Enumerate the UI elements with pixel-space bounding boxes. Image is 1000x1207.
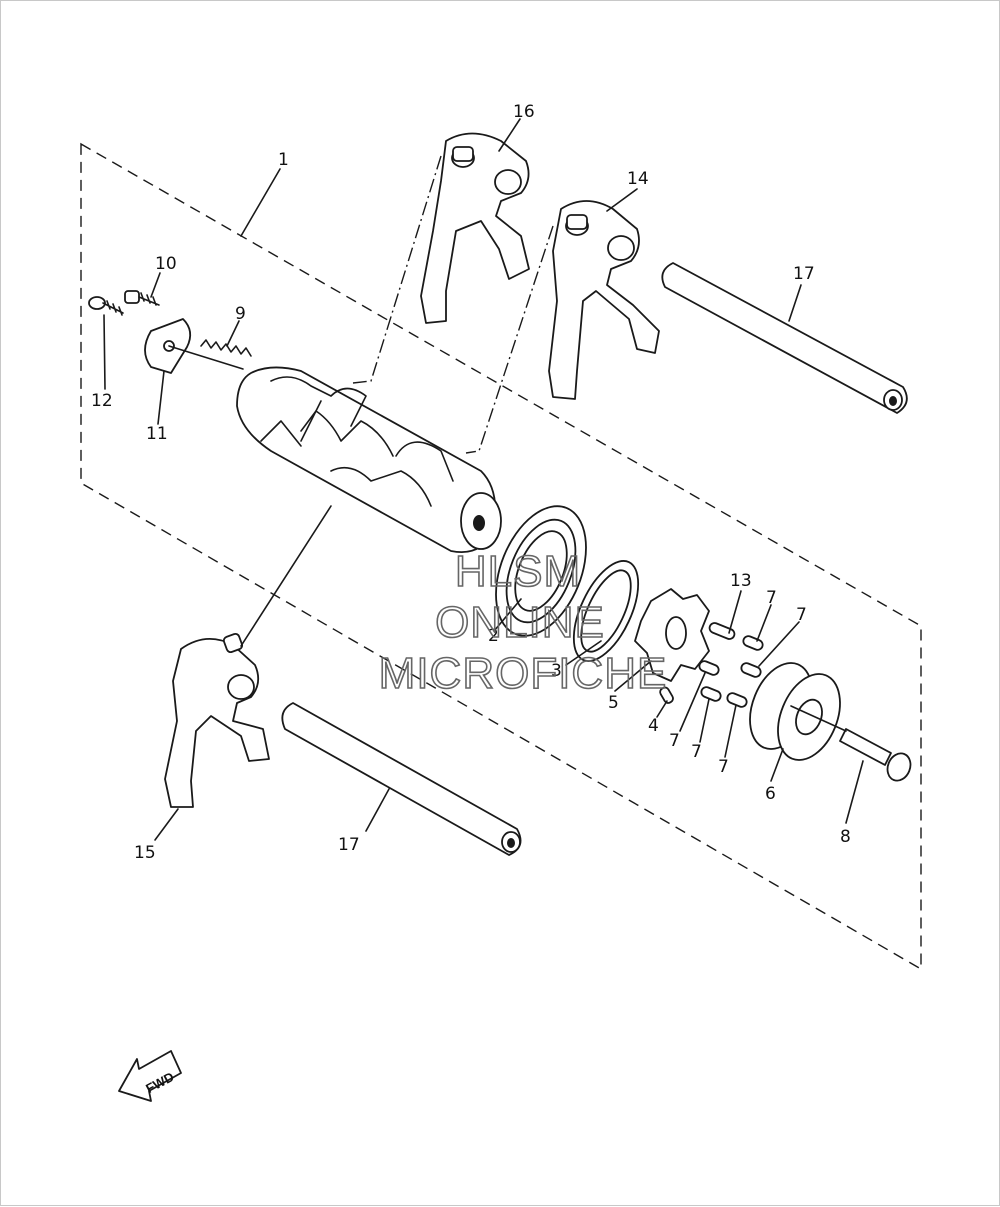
callout-12: 12 [91,391,113,411]
centerline-stopper [168,345,244,370]
stopper-lever-11[interactable] [144,318,192,374]
bolt-8[interactable] [839,728,914,784]
callout-6: 6 [765,784,776,804]
callout-1: 1 [278,150,289,170]
callout-17-lower: 17 [338,835,360,855]
callout-5: 5 [608,693,619,713]
callout-4: 4 [648,716,659,736]
bearing-2[interactable] [478,493,603,649]
bolt-10[interactable] [124,290,160,306]
spring-9[interactable] [200,339,252,357]
callout-7d: 7 [691,742,702,762]
assembly-boundary [80,142,922,971]
callout-2: 2 [488,626,499,646]
pin-4[interactable] [659,686,675,704]
guide-bar-17-upper[interactable] [661,262,908,414]
callout-17-upper: 17 [793,264,815,284]
pin-holder-6[interactable] [738,654,852,769]
callout-16: 16 [513,102,535,122]
shift-fork-16[interactable] [420,132,530,324]
callout-11: 11 [146,424,168,444]
callout-13: 13 [730,571,752,591]
callout-7e: 7 [718,757,729,777]
watermark-line-1: HLSM [455,547,581,596]
callout-3: 3 [551,661,562,681]
leader-lines [103,118,864,841]
watermark-line-2: ONLINE [435,598,605,647]
guide-bar-17-lower[interactable] [281,702,522,856]
segment-5[interactable] [634,588,710,682]
callout-7b: 7 [796,605,807,625]
forward-arrow-icon: FWD [118,1050,182,1102]
callout-14: 14 [627,169,649,189]
centerline-bolt-8 [790,705,847,732]
callout-15: 15 [134,843,156,863]
watermark-line-3: MICROFICHE [379,649,668,698]
shift-drum-1[interactable] [236,366,502,553]
callout-10: 10 [155,254,177,274]
callout-7a: 7 [766,588,777,608]
dowel-pin-13[interactable] [708,621,736,640]
centerline-fork-14 [465,225,554,454]
bolt-12[interactable] [88,296,124,316]
centerline-fork-16 [352,155,442,384]
ring-3[interactable] [561,551,652,670]
shift-fork-15[interactable] [164,632,270,808]
centerline-fork-15 [240,505,332,647]
shift-fork-14[interactable] [548,200,660,400]
watermark: HLSM ONLINE MICROFICHE [378,546,668,699]
callout-7c: 7 [669,731,680,751]
callout-9: 9 [235,304,246,324]
callout-8: 8 [840,827,851,847]
